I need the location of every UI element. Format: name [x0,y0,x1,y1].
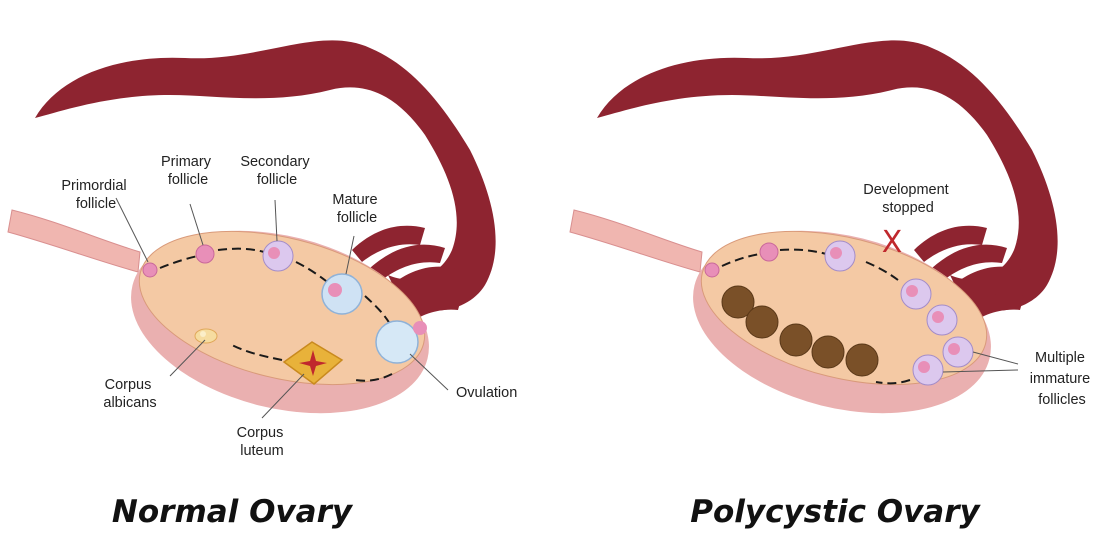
label-mature-follicle: Mature follicle [332,192,381,226]
ovarian-ligament-left [8,210,140,272]
label-development-stopped: Development stopped [863,182,952,216]
label-ovulation: Ovulation [456,385,517,401]
corpus-albicans [195,329,217,343]
immature-follicle [927,305,957,335]
primordial-follicle-right [705,263,719,277]
cyst [812,336,844,368]
label-primary-follicle: Primary follicle [161,154,215,188]
mature-follicle [322,274,362,314]
primary-follicle-right [760,243,778,261]
label-multiple-immature-follicles: Multiple immature follicles [1030,350,1094,408]
polycystic-ovary-illustration: X Development stopped Multiple immature … [570,40,1094,442]
title-normal-ovary: Normal Ovary [112,494,354,530]
normal-ovary-illustration: Primordial follicle Primary follicle Sec… [8,40,517,459]
primary-follicle [196,245,214,263]
title-polycystic-ovary: Polycystic Ovary [690,494,981,530]
immature-follicle [901,279,931,309]
label-corpus-albicans: Corpus albicans [103,377,156,411]
secondary-follicle [263,241,293,271]
cyst [780,324,812,356]
primordial-follicle [143,263,157,277]
ovarian-ligament-right [570,210,702,272]
secondary-follicle-right [825,241,855,271]
label-secondary-follicle: Secondary follicle [240,154,313,188]
cyst [846,344,878,376]
cyst [746,306,778,338]
immature-follicle [913,355,943,385]
immature-follicle [943,337,973,367]
development-stopped-x-mark: X [882,225,903,260]
label-corpus-luteum: Corpus luteum [237,425,288,459]
